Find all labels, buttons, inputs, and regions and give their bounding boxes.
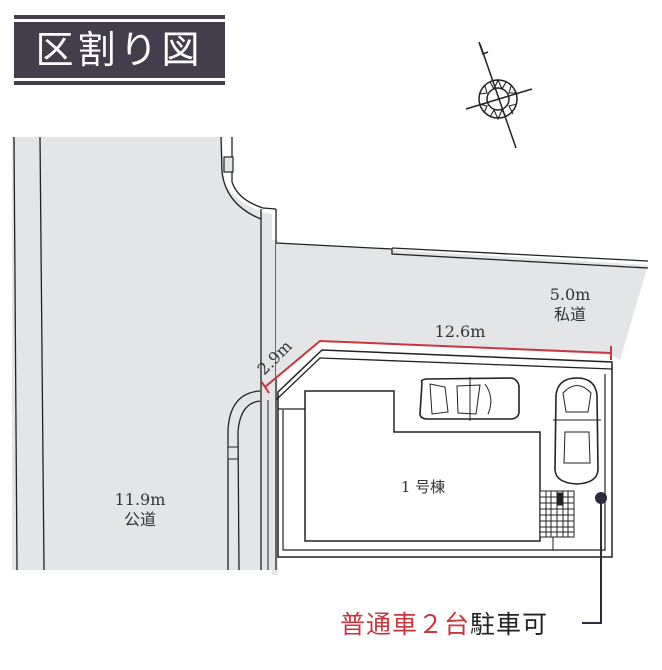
page-title: 区割り図 bbox=[35, 28, 204, 72]
private-road bbox=[275, 242, 649, 378]
entrance-tile-grid bbox=[539, 490, 575, 550]
title-banner: 区割り図 bbox=[14, 15, 225, 85]
parking-caption-text: 駐車可 bbox=[470, 610, 549, 639]
title-rule-bottom bbox=[14, 81, 225, 85]
parking-caption: 普通車２台駐車可 bbox=[340, 605, 548, 641]
dimension-lines bbox=[260, 339, 612, 394]
public-road bbox=[12, 136, 278, 575]
public-road-type: 公道 bbox=[123, 510, 156, 529]
private-road-width: 5.0m bbox=[549, 285, 591, 304]
building-label: 1 号棟 bbox=[400, 478, 446, 496]
north-arrow-compass-icon bbox=[465, 41, 533, 149]
car-icon-horizontal bbox=[419, 377, 520, 421]
public-road-width: 11.9m bbox=[114, 490, 166, 509]
parking-caption-count: 普通車２台 bbox=[340, 610, 471, 639]
private-road-type: 私道 bbox=[553, 305, 586, 324]
private-road-label: 5.0m 私道 bbox=[530, 285, 610, 325]
parking-leader bbox=[582, 492, 607, 624]
title-rule-top bbox=[14, 15, 225, 19]
car-icon-vertical bbox=[553, 377, 601, 485]
dimension-label-long: 12.6m bbox=[434, 322, 486, 341]
title-background bbox=[14, 22, 225, 78]
building-footprint bbox=[304, 390, 541, 542]
public-road-label: 11.9m 公道 bbox=[85, 490, 195, 530]
